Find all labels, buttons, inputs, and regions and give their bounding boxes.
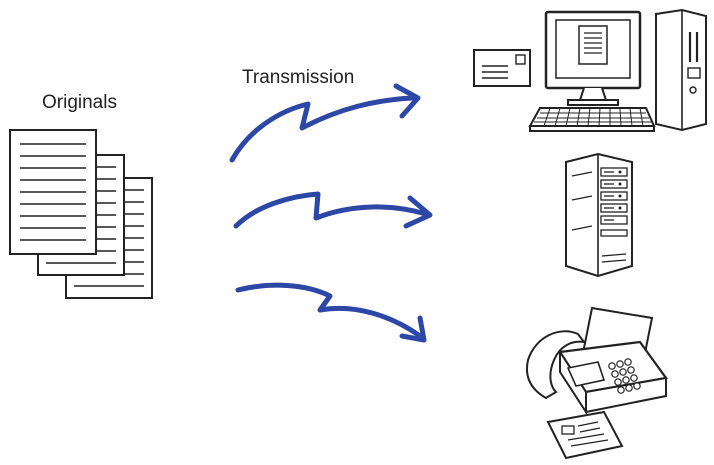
computer-icon: [473, 8, 707, 132]
transmission-label: Transmission: [242, 67, 355, 88]
documents-stack-icon: [9, 129, 153, 299]
transmission-arrow-icon: [233, 191, 433, 229]
transmission-arrow-icon: [235, 282, 427, 343]
document-sheet-front: [9, 129, 97, 255]
monitor-icon: [544, 10, 642, 106]
server-icon: [565, 152, 633, 278]
keyboard-icon: [528, 107, 656, 132]
transmission-arrow-icon: [229, 83, 421, 163]
originals-label: Originals: [42, 92, 117, 113]
envelope-icon: [473, 49, 531, 87]
tower-case-icon: [655, 8, 707, 132]
fax-machine-icon: [526, 306, 668, 460]
